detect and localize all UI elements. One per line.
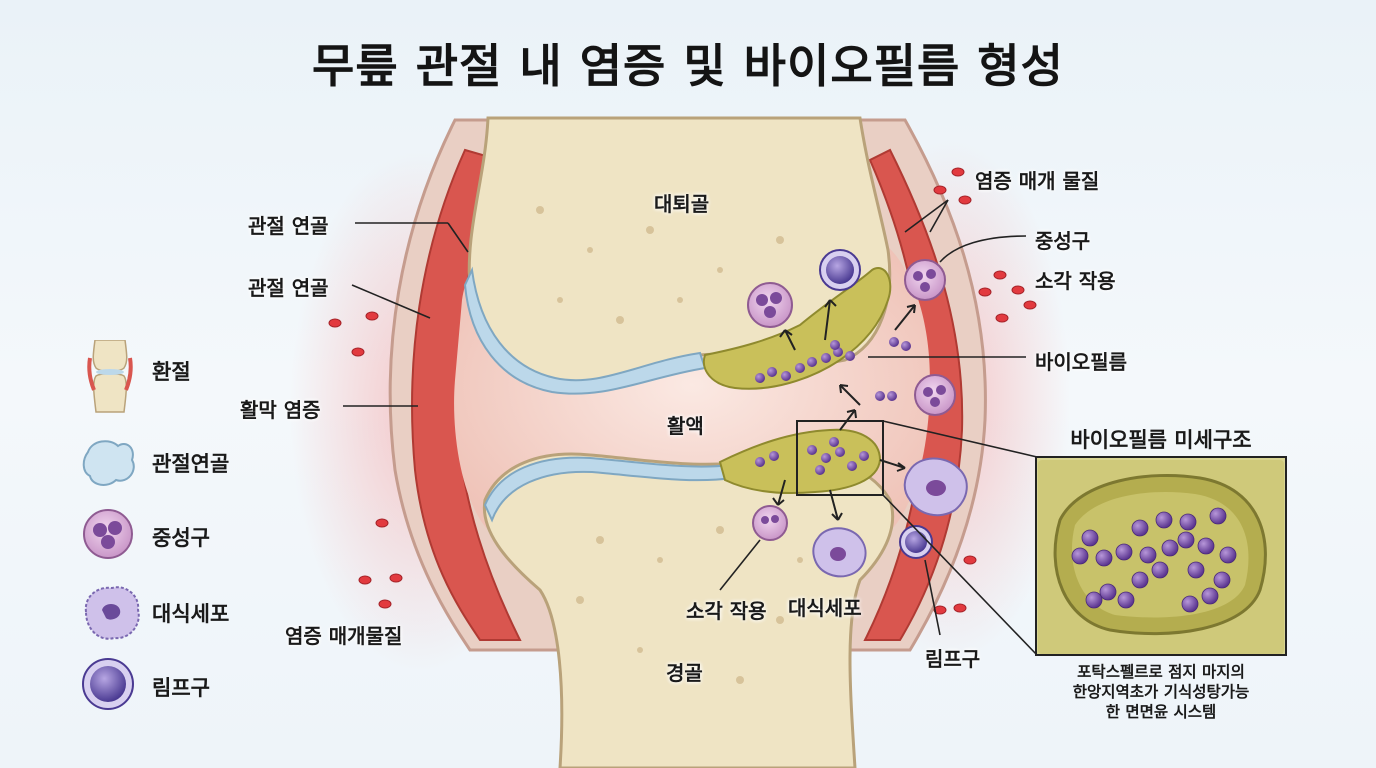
legend-item-cartilage: 관절연골 xyxy=(80,432,320,492)
label-phagocytosis-bottom: 소각 작용 xyxy=(686,599,767,623)
micro-panel-caption: 포탁스펠르로 점지 마지의 한앙지역초가 기식성탕가능 한 면면윤 시스템 xyxy=(1030,662,1292,722)
inflammatory-mediators xyxy=(328,167,1037,615)
neutrophil-cell xyxy=(914,374,956,416)
lymphocyte-icon xyxy=(82,658,134,710)
neutrophil-cell xyxy=(747,282,793,328)
neutrophil-cell xyxy=(904,259,946,301)
migration-arrows xyxy=(772,299,916,521)
legend-label: 대식세포 xyxy=(152,602,230,626)
bone-pores xyxy=(536,206,803,684)
neutrophil-icon xyxy=(83,509,133,559)
macrophage-icon xyxy=(84,586,140,640)
leader-lines xyxy=(343,199,1027,636)
bacteria-cluster-upper xyxy=(755,340,855,383)
micro-caption-line: 포탁스펠르로 점지 마지의 xyxy=(1077,663,1245,681)
legend-label: 림프구 xyxy=(152,676,210,700)
label-synovial-fluid: 활액 xyxy=(667,414,704,438)
micro-caption-line: 한 면면윤 시스템 xyxy=(1105,703,1217,721)
macrophage-cell xyxy=(812,527,867,578)
legend-label: 관절연골 xyxy=(152,452,230,476)
zoom-connector-bottom xyxy=(882,494,1038,656)
biofilm-upper xyxy=(702,267,892,390)
label-inflammatory-mediators-right: 염증 매개 물질 xyxy=(975,169,1100,193)
label-femur: 대퇴골 xyxy=(654,192,710,216)
label-articular-cartilage-upper: 관절 연골 xyxy=(248,214,329,238)
zoom-connector-top xyxy=(882,420,1038,458)
page-title: 무릎 관절 내 염증 및 바이오필름 형성 xyxy=(312,39,1064,93)
label-tibia: 경골 xyxy=(666,661,703,685)
label-synovitis: 활막 염증 xyxy=(240,398,321,422)
label-phagocytosis-right: 소각 작용 xyxy=(1035,269,1116,293)
neutrophil-cell xyxy=(752,505,788,541)
biofilm-microstructure-panel xyxy=(1035,456,1287,656)
macrophage-cell xyxy=(903,457,968,517)
label-neutrophil-right: 중성구 xyxy=(1035,229,1091,253)
legend-label: 중성구 xyxy=(152,526,210,550)
label-inflammatory-mediators-left: 염증 매개물질 xyxy=(285,624,403,648)
cartilage-icon xyxy=(82,440,135,486)
lymphocyte-cell xyxy=(899,525,933,559)
joint-icon xyxy=(87,340,133,413)
label-biofilm: 바이오필름 xyxy=(1035,350,1127,374)
micro-caption-line: 한앙지역초가 기식성탕가능 xyxy=(1072,683,1250,701)
bacteria-free xyxy=(875,337,911,401)
legend-item-macrophage: 대식세포 xyxy=(80,582,320,642)
legend-label: 환절 xyxy=(152,360,191,384)
tibia-bone xyxy=(482,452,895,768)
bacteria-cluster-lower xyxy=(755,437,869,475)
lymphocyte-cell xyxy=(819,249,861,291)
label-articular-cartilage-lower: 관절 연골 xyxy=(248,276,329,300)
label-macrophage-bottom: 대식세포 xyxy=(788,596,862,620)
zoom-region-box xyxy=(796,420,884,496)
legend-item-lymphocyte: 림프구 xyxy=(80,656,320,716)
micro-panel-title: 바이오필름 미세구조 xyxy=(1070,428,1252,452)
label-lymphocyte-right: 림프구 xyxy=(925,647,981,671)
legend-item-neutrophil: 중성구 xyxy=(80,506,320,566)
legend-item-joint: 환절 xyxy=(80,340,320,413)
